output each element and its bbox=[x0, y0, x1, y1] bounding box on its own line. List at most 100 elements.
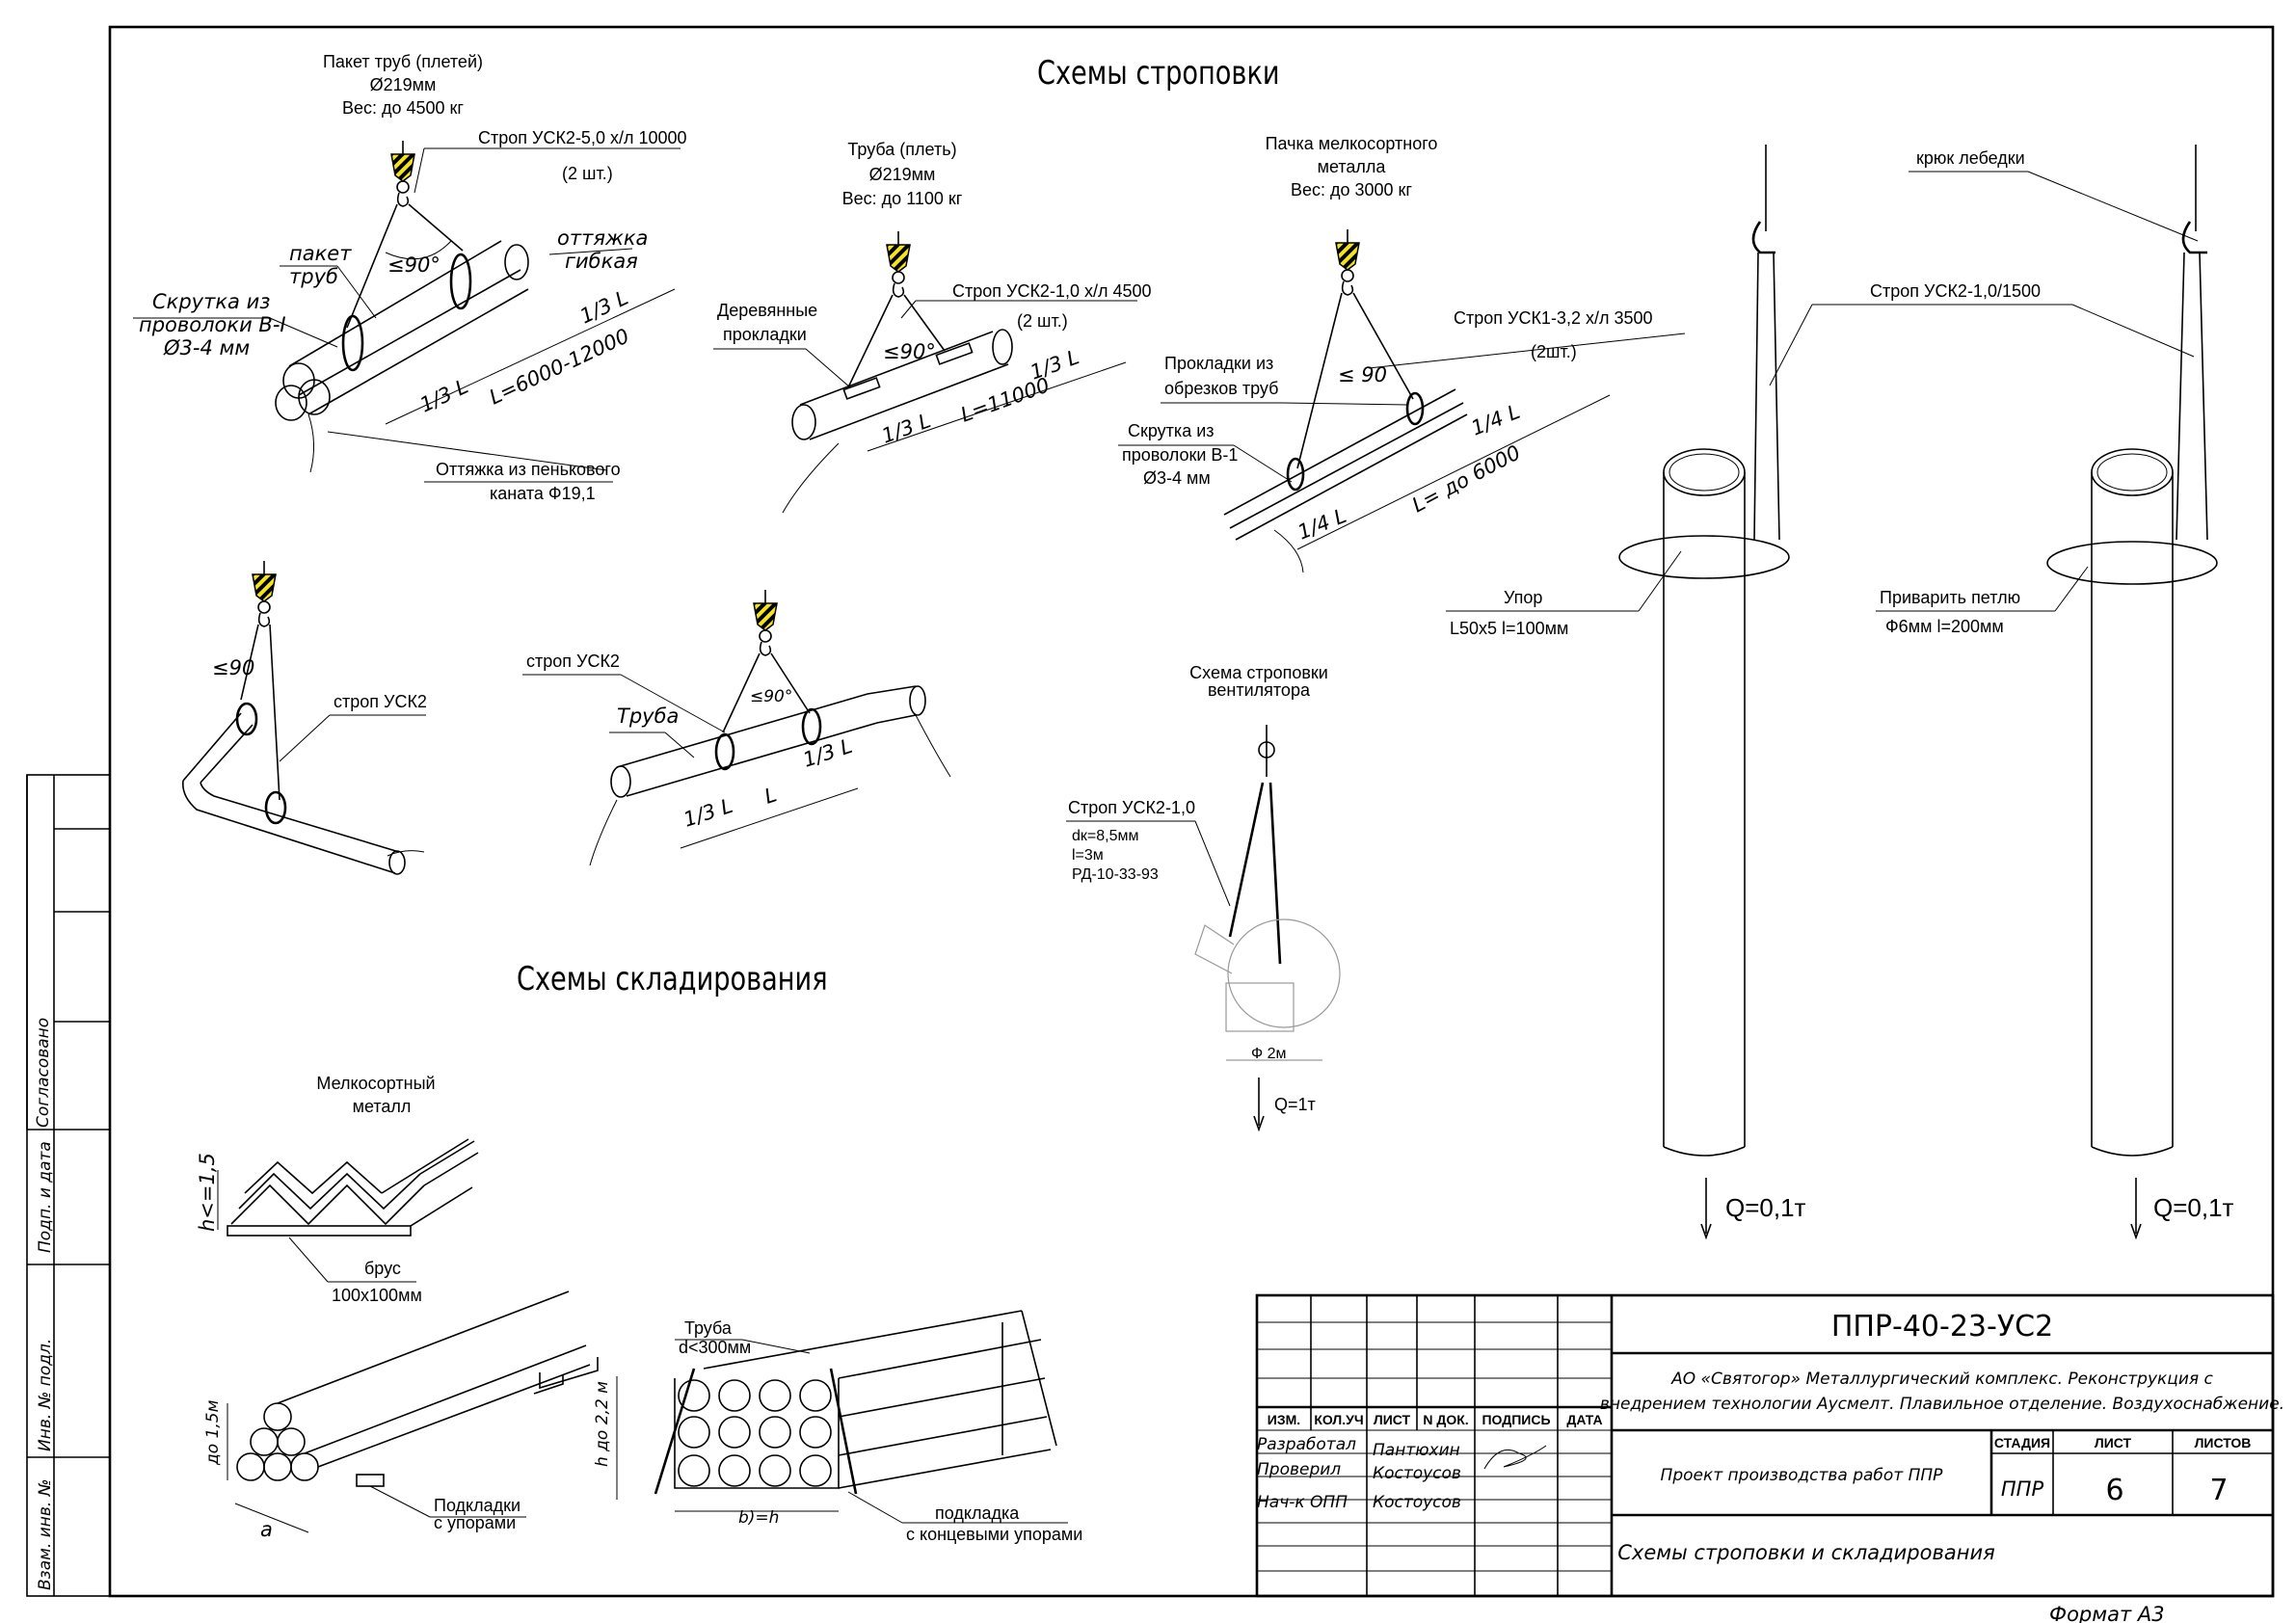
metal-pack-twist-2: проволоки В-1 bbox=[1122, 445, 1238, 465]
sheet-title: Схемы строповки и складирования bbox=[1617, 1541, 1994, 1564]
header-signature: ПОДПИСЬ bbox=[1482, 1412, 1550, 1427]
stamp-agreed: Согласовано bbox=[34, 1018, 53, 1128]
metal-pack-twist-3: Ø3-4 мм bbox=[1143, 468, 1211, 488]
pipe-bundle-guy-2: гибкая bbox=[565, 250, 638, 273]
metal-pack-twist: Скрутка из bbox=[1128, 421, 1215, 440]
sheet-label: ЛИСТ bbox=[2095, 1435, 2132, 1450]
single-pipe-third-b: 1/3 L bbox=[1028, 345, 1082, 384]
winch-load-left: Q=0,1т bbox=[1725, 1193, 1806, 1222]
metal-pack-length: L= до 6000 bbox=[1408, 440, 1524, 517]
winch-scheme: крюк лебедки Строп УСК2-1,0/1500 Упор L5… bbox=[1446, 145, 2234, 1240]
title-slinging: Схемы строповки bbox=[1037, 54, 1280, 93]
single-pipe-angle: ≤90° bbox=[883, 340, 936, 363]
header-list: ЛИСТ bbox=[1374, 1412, 1411, 1427]
long-pipe-length: L bbox=[761, 783, 780, 808]
pipe-bundle-scheme: Пакет труб (плетей) Ø219мм Вес: до 4500 … bbox=[133, 52, 687, 503]
fan-diameter: Ф 2м bbox=[1251, 1046, 1287, 1062]
pipe-bundle-rope-2: каната Ф19,1 bbox=[490, 484, 596, 503]
role-developer: Разработал bbox=[1257, 1435, 1356, 1454]
title-block: ИЗМ. КОЛ.УЧ ЛИСТ N ДОК. ПОДПИСЬ ДАТА Раз… bbox=[1255, 1293, 2284, 1598]
metal-pack-quarter-b: 1/4 L bbox=[1468, 400, 1523, 440]
storage-metal-beam-size: 100x100мм bbox=[332, 1286, 422, 1305]
header-kol-uch: КОЛ.УЧ bbox=[1314, 1412, 1363, 1427]
pipe-bundle-sling-qty: (2 шт.) bbox=[562, 164, 613, 183]
crane-hook-icon-3 bbox=[1335, 228, 1360, 296]
single-pipe-pads-2: прокладки bbox=[723, 325, 807, 344]
winch-loop-size: Ф6мм l=200мм bbox=[1885, 617, 2004, 636]
pipe-bundle-angle: ≤90° bbox=[387, 253, 441, 277]
project-name-line-2: внедрением технологии Аусмелт. Плавильно… bbox=[1600, 1395, 2284, 1414]
single-pipe-title: Труба (плеть) bbox=[847, 140, 956, 159]
bent-pipe-angle: ≤90 bbox=[212, 656, 254, 679]
storage-rack-pad: подкладка bbox=[935, 1503, 1020, 1523]
fan-standard: РД-10-33-93 bbox=[1072, 866, 1159, 883]
storage-pipes-pads: Подкладки bbox=[434, 1496, 521, 1515]
metal-pack-weight: Вес: до 3000 кг bbox=[1291, 180, 1412, 200]
storage-metal-scheme: Мелкосортный металл h<=1,5 брус 100x100м… bbox=[196, 1074, 479, 1305]
single-pipe-pads: Деревянные bbox=[717, 301, 817, 320]
bent-pipe-scheme: ≤90 строп УСК2 bbox=[181, 560, 427, 875]
pipe-bundle-diameter: Ø219мм bbox=[370, 75, 437, 94]
storage-pipes-pads-2: с упорами bbox=[434, 1513, 516, 1532]
name-checker: Костоусов bbox=[1373, 1464, 1461, 1483]
single-pipe-sling-qty: (2 шт.) bbox=[1017, 311, 1068, 331]
header-n-dok: N ДОК. bbox=[1423, 1412, 1468, 1427]
pipe-bundle-rope: Оттяжка из пенькового bbox=[436, 460, 621, 479]
storage-rack-width: b)=h bbox=[738, 1508, 779, 1528]
long-pipe-third-b: 1/3 L bbox=[800, 734, 855, 772]
pipe-bundle-twist: Скрутка из bbox=[152, 290, 270, 313]
pipe-bundle-title: Пакет труб (плетей) bbox=[323, 52, 483, 71]
bent-pipe-sling: строп УСК2 bbox=[334, 692, 427, 711]
metal-pack-title-2: металла bbox=[1318, 157, 1387, 176]
winch-hook-label: крюк лебедки bbox=[1916, 148, 2025, 168]
doc-code: ППР-40-23-УС2 bbox=[1831, 1310, 2053, 1344]
storage-rack-pipe: Труба bbox=[684, 1318, 733, 1338]
metal-pack-title: Пачка мелкосортного bbox=[1266, 134, 1438, 153]
storage-rack-pipe-size: d<300мм bbox=[679, 1338, 751, 1357]
name-head: Костоусов bbox=[1373, 1493, 1461, 1512]
storage-rack-height: h до 2,2 м bbox=[593, 1381, 612, 1467]
winch-stop-label: Упор bbox=[1504, 588, 1542, 607]
storage-pipes-width: a bbox=[260, 1518, 273, 1541]
storage-metal-beam: брус bbox=[364, 1259, 401, 1278]
sheets-label: ЛИСТОВ bbox=[2195, 1435, 2252, 1450]
sheet-format: Формат А3 bbox=[2049, 1603, 2165, 1623]
fan-dk: dк=8,5мм bbox=[1072, 828, 1138, 844]
storage-rack-pad-2: с концевыми упорами bbox=[906, 1525, 1082, 1544]
metal-pack-pads: Прокладки из bbox=[1164, 354, 1273, 373]
storage-rack-scheme: Труба d<300мм h до 2,2 м b)=h подкладка … bbox=[593, 1310, 1082, 1544]
fan-length: l=3м bbox=[1072, 847, 1104, 864]
fan-scheme: Схема строповки вентилятора Ф 2м Строп У… bbox=[1066, 663, 1341, 1132]
work-title: Проект производства работ ППР bbox=[1661, 1466, 1944, 1485]
crane-hook-icon-5 bbox=[753, 589, 778, 656]
header-izm: ИЗМ. bbox=[1268, 1412, 1300, 1427]
metal-pack-scheme: Пачка мелкосортного металла Вес: до 3000… bbox=[1118, 134, 1686, 573]
fan-sling: Строп УСК2-1,0 bbox=[1068, 798, 1195, 817]
pipe-bundle-sling: Строп УСК2-5,0 х/л 10000 bbox=[478, 128, 687, 147]
metal-pack-sling: Строп УСК1-3,2 х/л 3500 bbox=[1454, 308, 1653, 328]
title-storage: Схемы складирования bbox=[517, 960, 828, 998]
project-name-line-1: АО «Святогор» Металлургический комплекс.… bbox=[1670, 1370, 2213, 1389]
pipe-bundle-third-a: 1/3 L bbox=[416, 375, 471, 417]
header-date: ДАТА bbox=[1566, 1412, 1602, 1427]
pipe-bundle-weight: Вес: до 4500 кг bbox=[342, 98, 464, 118]
name-developer: Пантюхин bbox=[1373, 1441, 1460, 1460]
pipe-bundle-twist-2: проволоки В-I bbox=[139, 313, 286, 336]
storage-pipes-height: до 1,5м bbox=[203, 1399, 223, 1466]
metal-pack-sling-qty: (2шт.) bbox=[1531, 342, 1577, 361]
pipe-bundle-guy: оттяжка bbox=[557, 226, 648, 250]
single-pipe-diameter: Ø219мм bbox=[869, 165, 936, 184]
role-head: Нач-к ОПП bbox=[1257, 1493, 1348, 1512]
long-pipe-third-a: 1/3 L bbox=[681, 794, 735, 832]
side-stamp-frame bbox=[26, 774, 111, 1597]
storage-metal-title: Мелкосортный bbox=[316, 1074, 435, 1093]
single-pipe-sling: Строп УСК2-1,0 х/л 4500 bbox=[952, 281, 1152, 301]
stamp-inv-replace: Взам. инв. № bbox=[36, 1479, 55, 1590]
storage-metal-height: h<=1,5 bbox=[196, 1153, 219, 1232]
crane-hook-icon bbox=[390, 140, 415, 207]
single-pipe-weight: Вес: до 1100 кг bbox=[842, 189, 963, 208]
single-pipe-third-a: 1/3 L bbox=[879, 409, 934, 447]
stage-value: ППР bbox=[2001, 1477, 2044, 1501]
